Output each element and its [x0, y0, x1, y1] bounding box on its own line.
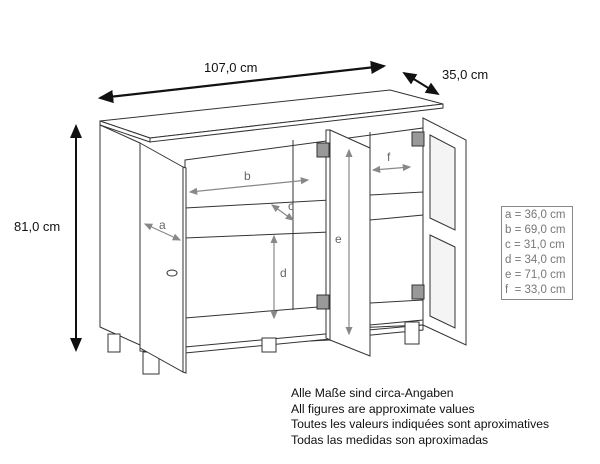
part-label-f: f — [387, 150, 391, 164]
hinge-icon — [316, 294, 330, 310]
height-label: 81,0 cm — [14, 219, 61, 234]
part-label-b: b — [244, 169, 251, 183]
note-english: All figures are approximate values — [291, 401, 475, 416]
depth-dimension-arrow — [402, 71, 440, 96]
part-label-c: c — [288, 199, 294, 213]
note-german: Alle Maße sind circa-Angaben — [291, 386, 454, 400]
hinge-icon — [316, 142, 330, 158]
legend-row-b: b = 69,0 cm — [505, 224, 566, 236]
note-spanish: Todas las medidas son aproximadas — [291, 432, 489, 447]
left-door — [139, 142, 187, 374]
hinge-icon — [411, 284, 425, 300]
width-label: 107,0 cm — [204, 60, 258, 75]
legend-row-d: d = 34,0 cm — [505, 254, 566, 266]
width-dimension-arrow — [97, 60, 387, 104]
approximate-values-notes: Alle Maße sind circa-Angaben All figures… — [291, 386, 549, 448]
note-french: Toutes les valeurs indiquées sont aproxi… — [291, 417, 550, 431]
part-label-a: a — [159, 218, 166, 232]
part-dimension-arrows — [143, 148, 412, 336]
hinge-icon — [411, 131, 425, 147]
part-label-e: e — [335, 232, 342, 246]
legend-row-a: a = 36,0 cm — [505, 209, 566, 221]
door-knob-icon — [166, 269, 178, 277]
legend-row-e: e = 71,0 cm — [505, 269, 566, 281]
dimension-legend: a = 36,0 cm b = 69,0 cm c = 31,0 cm d = … — [501, 206, 573, 300]
right-glass-door — [411, 117, 467, 346]
legend-row-f: f = 33,0 cm — [505, 284, 566, 296]
legend-row-c: c = 31,0 cm — [505, 239, 565, 251]
depth-label: 35,0 cm — [442, 67, 489, 82]
part-label-d: d — [280, 266, 287, 280]
